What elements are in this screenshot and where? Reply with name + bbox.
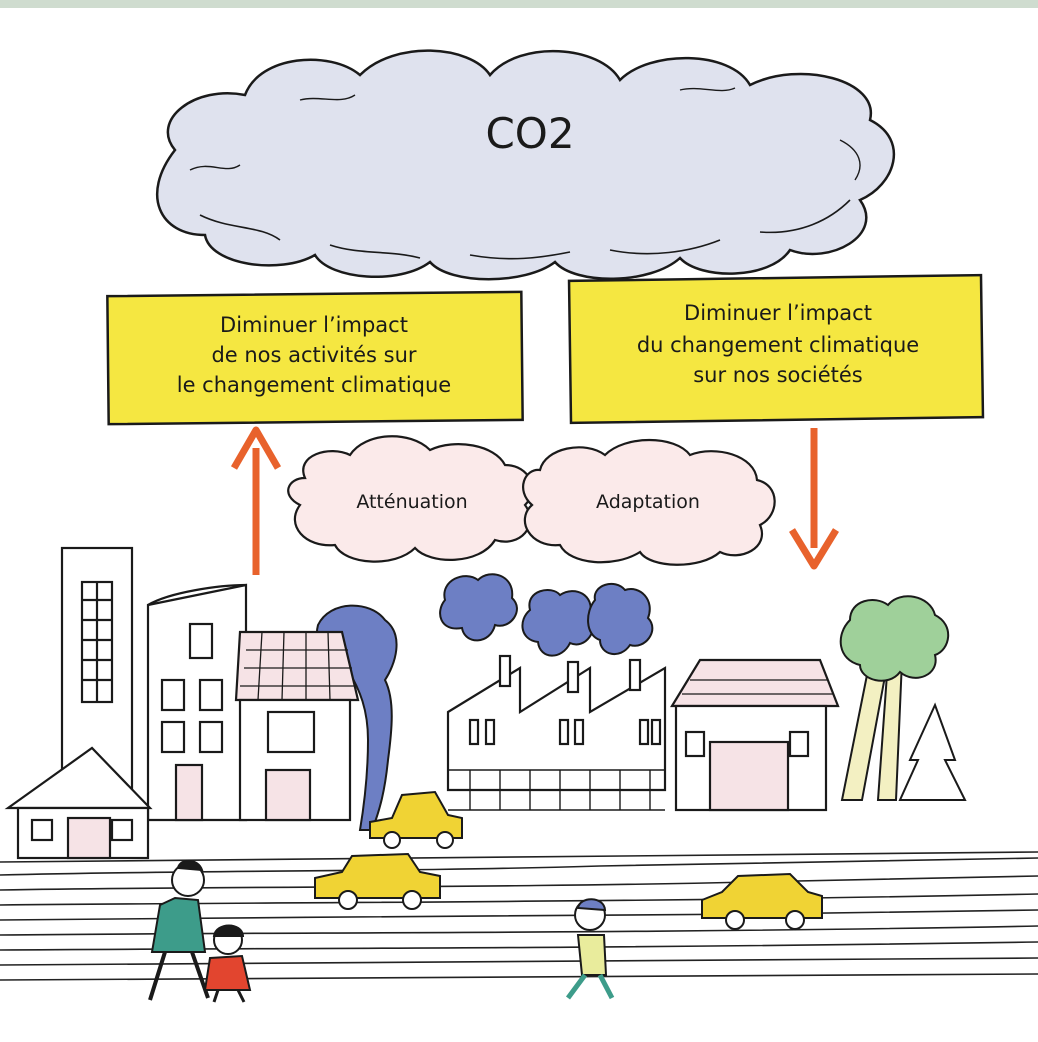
- pine-tree: [898, 702, 967, 801]
- mitigation-line-2: de nos activités sur: [211, 343, 416, 367]
- kid-walker: [565, 898, 615, 1000]
- attenuation-label: Atténuation: [356, 491, 467, 513]
- attenuation-cloud: Atténuation: [287, 435, 534, 563]
- adaptation-line-3: sur nos sociétés: [693, 363, 863, 387]
- factory-smoke: [439, 573, 654, 657]
- adult-walker: [148, 859, 210, 1001]
- mitigation-line-1: Diminuer l’impact: [220, 313, 408, 337]
- apartment-building: [146, 583, 248, 822]
- adaptation-box: Diminuer l’impact du changement climatiq…: [567, 273, 985, 425]
- arrow-down-icon: [789, 428, 839, 570]
- co2-cloud: CO2: [156, 49, 896, 281]
- adaptation-cloud: Adaptation: [522, 439, 776, 566]
- road: [0, 851, 1038, 981]
- small-house-left: [4, 746, 153, 860]
- mitigation-box: Diminuer l’impact de nos activités sur l…: [106, 290, 524, 426]
- right-house: [670, 658, 840, 812]
- adaptation-line-1: Diminuer l’impact: [684, 301, 872, 325]
- child-walker: [203, 924, 252, 1003]
- car-upper: [369, 790, 463, 849]
- tiled-roof-house: [234, 630, 360, 822]
- top-band: [0, 0, 1038, 8]
- car-right: [701, 872, 823, 930]
- adaptation-line-2: du changement climatique: [637, 333, 919, 357]
- factory: [446, 654, 667, 811]
- adaptation-label: Adaptation: [596, 491, 700, 513]
- car-middle: [314, 852, 441, 910]
- mitigation-line-3: le changement climatique: [177, 373, 451, 397]
- tree-green: [839, 595, 950, 801]
- arrow-up-icon: [230, 426, 282, 575]
- co2-label: CO2: [485, 109, 574, 158]
